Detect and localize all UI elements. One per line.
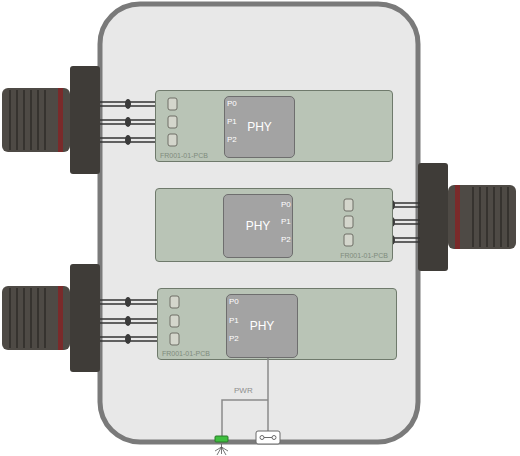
pcb-board: PHY FR001-01-PCB [155,188,393,262]
wire-clip [125,135,131,145]
board-part-number: FR001-01-PCB [162,350,210,358]
power-label: PWR [233,386,254,396]
switch-symbol [256,431,280,444]
connector-body [2,286,70,350]
connector-ridges [10,288,45,348]
power-wire [222,358,268,436]
chip-label: PHY [227,319,297,333]
ferrite-beads [168,98,353,345]
ferrite-bead [170,296,179,308]
wire-clip [125,117,131,127]
ferrite-bead [344,234,353,246]
wire-clip [125,334,131,344]
switch-terminal [260,436,264,440]
ferrite-bead [168,116,177,128]
led-light-rays [215,444,228,455]
connector-flange [70,264,100,372]
connector-flange [418,163,448,271]
connector-red-band [455,185,460,249]
wire-clip [125,99,131,109]
phy-chip: PHY [223,194,293,258]
ferrite-bead [170,333,179,345]
phy-chip: PHY [224,96,295,158]
pcb-board: PHY FR001-01-PCB [155,90,393,162]
connector-red-band [58,286,63,350]
board-part-number: FR001-01-PCB [340,252,388,260]
switch-terminal [272,436,276,440]
wire-clip [125,316,131,326]
ferrite-bead [170,315,179,327]
switch-contact [261,437,275,438]
led-indicator [215,436,228,442]
enclosure-housing [100,4,418,442]
connector-flange [70,66,100,174]
ferrite-bead [168,98,177,110]
chip-label: PHY [225,120,294,134]
chip-label: PHY [224,219,292,233]
connector-red-band [58,88,63,152]
connector-ridges [10,90,45,150]
circular-connector [2,66,100,174]
ferrite-bead [168,134,177,146]
board-part-number: FR001-01-PCB [160,152,208,160]
pcb-board: PHY FR001-01-PCB [157,288,397,360]
circular-connector [2,264,100,372]
phy-chip: PHY [226,294,298,358]
ferrite-bead [344,216,353,228]
ferrite-bead [344,199,353,211]
connector-body [2,88,70,152]
connector-body [448,185,516,249]
circular-connector [418,163,516,271]
connector-ridges [473,187,508,247]
wire-clip [125,297,131,307]
